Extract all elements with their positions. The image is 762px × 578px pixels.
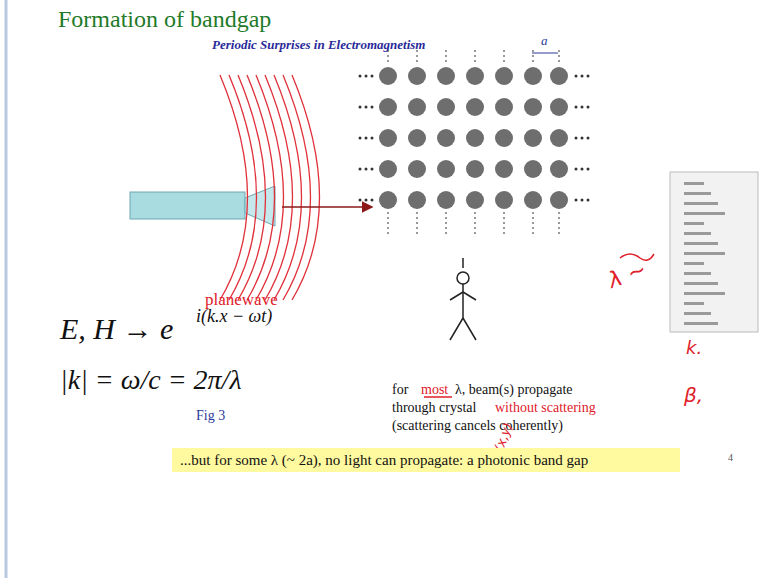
- equation-exponent: i(k.x − ωt): [196, 306, 272, 327]
- beam-arrow: [282, 206, 372, 208]
- wavefronts: [220, 75, 320, 300]
- equation: |k| = ω/c = 2π/λ: [60, 364, 242, 396]
- spacing-label: a: [541, 34, 548, 49]
- body-text: (scattering cancels coherently): [392, 418, 563, 434]
- handwritten-note: λ ~: [605, 256, 650, 293]
- body-text: most: [421, 382, 448, 398]
- highlight-box: ...but for some λ (~ 2a), no light can p…: [172, 448, 680, 472]
- stick-figure: [450, 258, 476, 340]
- page-number: 4: [728, 452, 733, 464]
- handwritten-note: β,: [684, 384, 703, 407]
- figure-label: Fig 3: [196, 408, 225, 424]
- slide-border: [5, 0, 8, 578]
- horn-antenna: [130, 186, 275, 226]
- equation: E, H → e: [60, 312, 173, 347]
- box-text: ...but for some λ (~ 2a), no light can p…: [180, 452, 588, 468]
- handwritten-note: k.: [686, 338, 702, 359]
- context-menu: [670, 172, 758, 332]
- body-text: λ, beam(s) propagate: [455, 382, 573, 398]
- body-text: for: [392, 382, 408, 398]
- subtitle: Periodic Surprises in Electromagnetism: [212, 38, 425, 53]
- body-text: without scattering: [495, 400, 596, 416]
- photonic-crystal: [359, 50, 590, 234]
- body-text: through crystal: [392, 400, 476, 416]
- slide-title: Formation of bandgap: [58, 6, 271, 34]
- lattice-spacing: [532, 53, 558, 54]
